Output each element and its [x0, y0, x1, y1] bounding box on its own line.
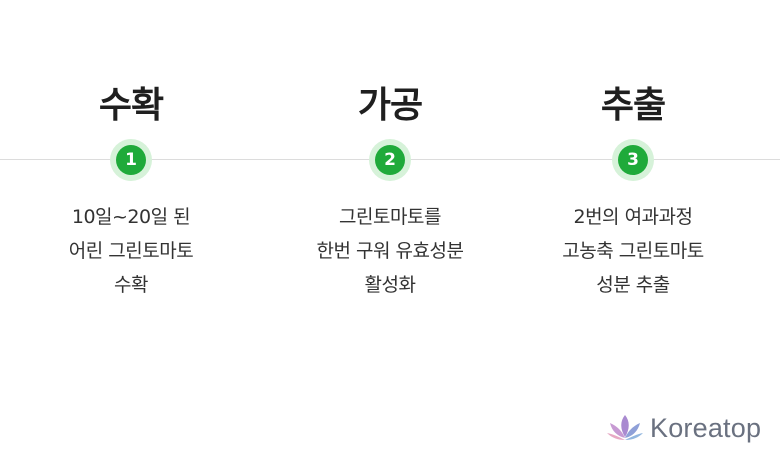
step-title: 추출 — [600, 85, 666, 126]
step-number: 1 — [116, 145, 146, 175]
step-number: 3 — [618, 145, 648, 175]
step-number-badge: 2 — [369, 139, 411, 181]
step-description: 10일~20일 된 어린 그린토마토 수확 — [31, 200, 231, 302]
step-description-line: 한번 구워 유효성분 — [316, 240, 464, 262]
brand-logo: Koreatop — [606, 410, 761, 446]
step-number-badge: 3 — [612, 139, 654, 181]
step-description-line: 성분 추출 — [596, 274, 670, 296]
step-description-line: 고농축 그린토마토 — [562, 240, 704, 262]
lotus-icon — [606, 413, 644, 443]
step-description-line: 10일~20일 된 — [71, 206, 191, 228]
step-number-badge: 1 — [110, 139, 152, 181]
step-description-line: 그린토마토를 — [339, 206, 441, 228]
brand-name: Koreatop — [650, 412, 762, 443]
step-number: 2 — [375, 145, 405, 175]
step-description-line: 활성화 — [364, 274, 416, 296]
step-title: 가공 — [357, 85, 423, 126]
step-description-line: 어린 그린토마토 — [68, 240, 194, 262]
step-description: 그린토마토를 한번 구워 유효성분 활성화 — [290, 200, 490, 302]
step-description-line: 2번의 여과과정 — [573, 206, 693, 228]
step-description: 2번의 여과과정 고농축 그린토마토 성분 추출 — [533, 200, 733, 302]
step-description-line: 수확 — [114, 274, 148, 296]
step-title: 수확 — [98, 85, 164, 126]
